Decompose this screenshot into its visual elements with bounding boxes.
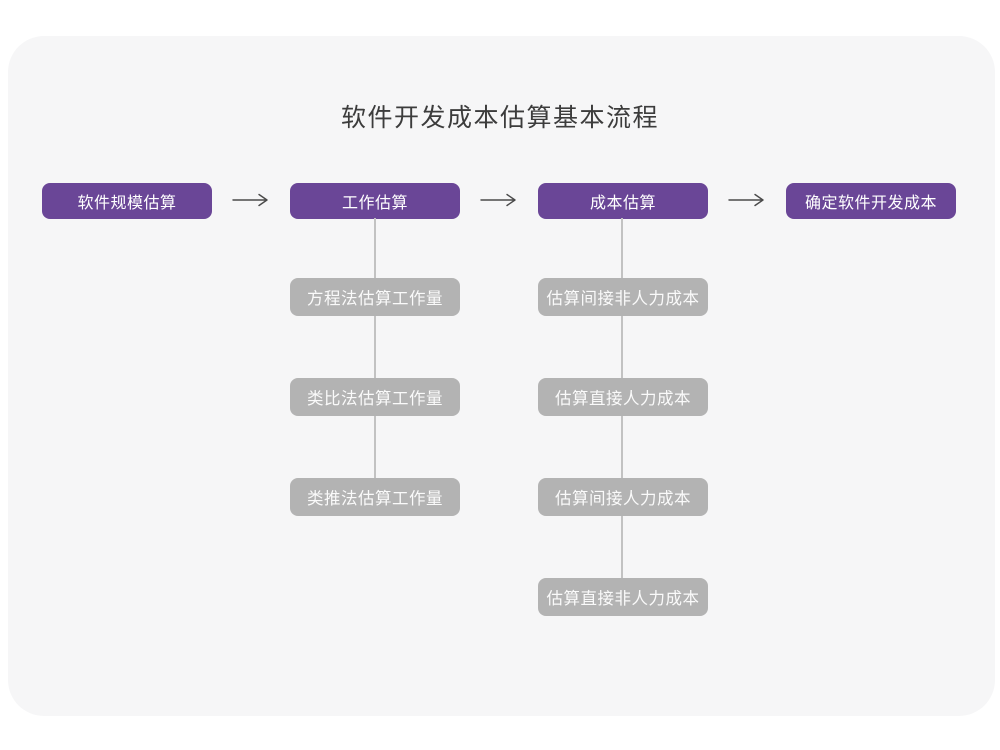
flow-node-label: 成本估算 [589,195,656,212]
sub-node-direct-labor-cost: 估算直接人力成本 [538,378,708,416]
sub-node-label: 估算直接非人力成本 [546,590,700,608]
flow-node-work-estimation: 工作估算 [290,183,460,219]
arrow-right-icon [480,193,516,207]
arrow-right-icon [232,193,268,207]
flow-node-determine-cost: 确定软件开发成本 [786,183,956,219]
sub-node-label: 方程法估算工作量 [307,290,443,308]
flow-node-label: 工作估算 [341,195,408,212]
flow-node-cost-estimation: 成本估算 [538,183,708,219]
sub-node-equation-method: 方程法估算工作量 [290,278,460,316]
sub-node-label: 估算直接人力成本 [555,390,691,408]
connector-line-work-estimation [374,218,376,498]
sub-node-label: 估算间接非人力成本 [546,290,700,308]
sub-node-label: 类推法估算工作量 [307,490,443,508]
sub-node-label: 类比法估算工作量 [307,390,443,408]
flow-node-label: 确定软件开发成本 [804,195,937,212]
flowchart-card [8,36,995,716]
page-title: 软件开发成本估算基本流程 [340,104,659,132]
sub-node-direct-nonlabor-cost: 估算直接非人力成本 [538,578,708,616]
sub-node-indirect-nonlabor-cost: 估算间接非人力成本 [538,278,708,316]
sub-node-indirect-labor-cost: 估算间接人力成本 [538,478,708,516]
flow-node-label: 软件规模估算 [77,195,177,212]
flow-node-software-scale-estimation: 软件规模估算 [42,183,212,219]
sub-node-analogy-method: 类比法估算工作量 [290,378,460,416]
arrow-right-icon [728,193,764,207]
sub-node-extrapolation-method: 类推法估算工作量 [290,478,460,516]
sub-node-label: 估算间接人力成本 [555,490,691,508]
